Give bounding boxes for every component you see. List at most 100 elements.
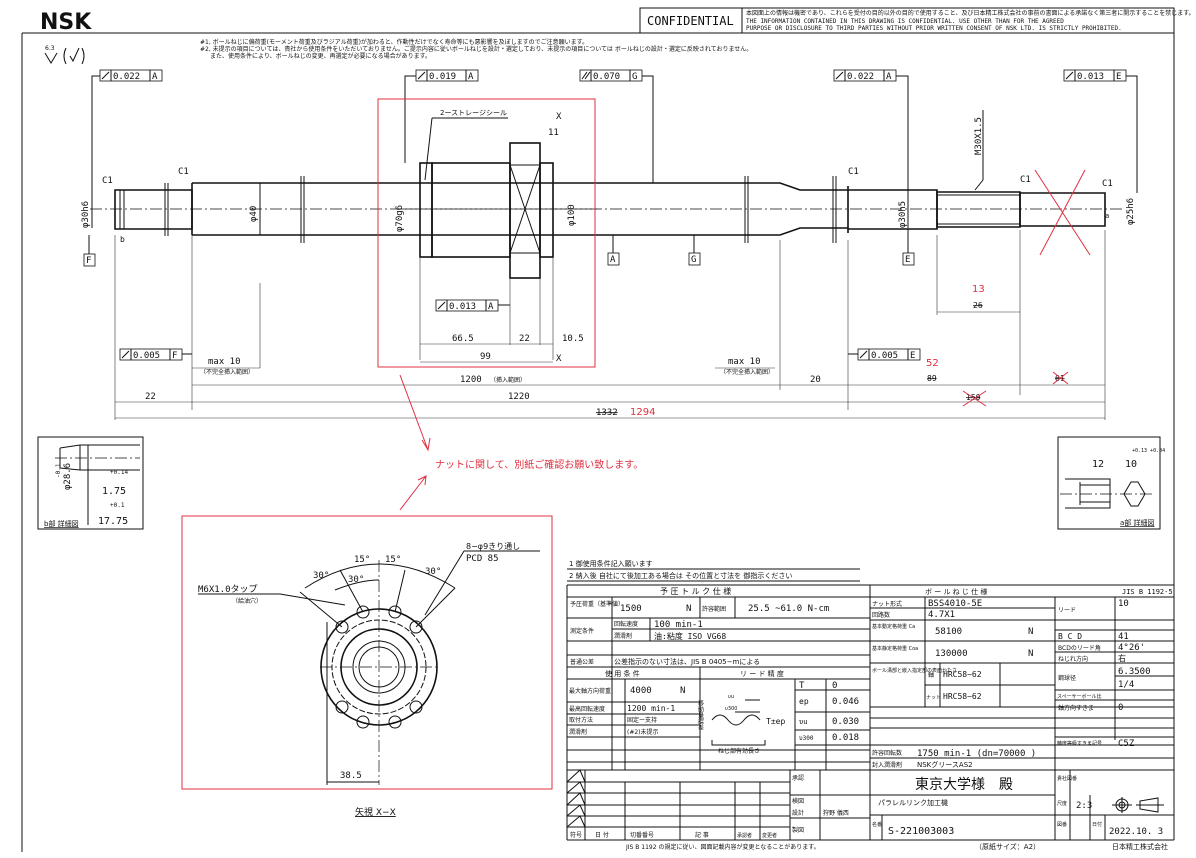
footer-paper-size: （原紙サイズ：A2） [975, 842, 1040, 851]
deleted-section-mark [1034, 169, 1091, 256]
confidential-notice-jp: 本図面上の情報は機密であり、これらを受付の目的以外の目的で使用すること、及び日本… [746, 9, 1195, 17]
spec-header: ボ ー ル ね じ 仕 様 [925, 587, 987, 596]
chamfer-label: C1 [848, 167, 859, 177]
svg-text:移動量誤差: 移動量誤差 [697, 699, 704, 730]
svg-text:30°: 30° [425, 567, 441, 577]
check-label: 検図 [792, 797, 804, 805]
date-value: 2022.10. 3 [1109, 827, 1163, 837]
svg-text:b部 詳細図: b部 詳細図 [44, 519, 79, 528]
svg-text:a部 詳細図: a部 詳細図 [1120, 518, 1155, 527]
max-speed-label: 最高回転速度 [569, 705, 605, 713]
thread-leader [974, 110, 984, 191]
detail-a-marker: a [1105, 212, 1109, 220]
lead-key-t: T [799, 681, 805, 691]
surface-finish-icon [44, 47, 85, 65]
lead-error-diagram: 移動量誤差 υu υ300 T±ep ねじ部有効長さ [697, 694, 786, 755]
svg-text:0.005: 0.005 [871, 351, 898, 361]
ball-dia-label: 鋼球径 [1058, 674, 1076, 682]
svg-text:PCD 85: PCD 85 [466, 554, 499, 564]
svg-text:0.013: 0.013 [1077, 72, 1104, 82]
part-number: S-221003003 [888, 826, 954, 837]
dim-1200: 1200 [460, 375, 482, 385]
preload-load-unit: N [686, 604, 691, 614]
usage-lube-value: (#2)未提示 [627, 728, 659, 736]
svg-text:φ28.6: φ28.6 [63, 463, 73, 490]
detail-b-tolerance-1: -0.1 [55, 463, 62, 478]
scale-label: 尺度 [1057, 800, 1067, 807]
dim-1294-new: 1294 [630, 407, 655, 418]
preload-load-label: 予圧荷重（基準値） [570, 600, 624, 608]
svg-text:E: E [910, 351, 915, 361]
bcd-label: B C D [1058, 632, 1082, 641]
ca-unit: N [1028, 627, 1033, 637]
dim-22-nut: 22 [519, 334, 530, 344]
grease-value: NSKグリースAS2 [917, 760, 973, 769]
svg-text:E: E [1116, 72, 1121, 82]
svg-text:30°: 30° [313, 571, 329, 581]
designer-name: 狩野 儀西 [823, 809, 849, 817]
section-x-bottom: X [556, 354, 562, 364]
confidential-notice-en-2: PURPOSE OR DISCLOSURE TO THIRD PARTIES W… [746, 25, 1122, 32]
draft-label: 製図 [792, 826, 804, 834]
svg-text:+0.14: +0.14 [110, 469, 128, 476]
max-10-right: max 10 [728, 357, 761, 367]
max-speed-value: 1200 min-1 [627, 704, 675, 713]
allowable-rpm-value: 1750 min-1 (dn=70000 ) [917, 749, 1036, 759]
svg-text:A: A [468, 72, 474, 82]
dim-1220: 1220 [508, 392, 530, 402]
detail-a: +0.13 +0.04 12 10 a部 詳細図 [1057, 436, 1165, 530]
section-x-top: X [556, 112, 562, 122]
incomplete-range-left: （不完全挿入範囲） [200, 368, 254, 376]
svg-text:0.022: 0.022 [113, 72, 140, 82]
hardness-label: ボール溝部と嵌入指定部の表面かたさ [872, 667, 957, 674]
lead-value-vu: 0.030 [832, 717, 859, 727]
nut-hardness-label: ナット [926, 695, 941, 701]
detail-b: φ28.6 -0.1 +0.14 1.75 +0.1 17.75 b部 詳細図 [37, 436, 144, 530]
note-2: #2, 未提示の項目については、貴社から使用条件をいただいておりません。ご提示内… [200, 45, 752, 53]
chamfer-label: C1 [1020, 175, 1031, 185]
dim-11: 11 [548, 128, 559, 138]
svg-text:12: 12 [1092, 459, 1104, 470]
rev-col-symbol: 符号 [570, 831, 582, 839]
rev-col-date: 日 付 [595, 831, 609, 839]
svg-text:0.070: 0.070 [593, 72, 620, 82]
lead-angle-label: BCDのリード角 [1058, 644, 1101, 652]
dim-89-old: 89 [927, 374, 937, 383]
lead-value-t: 0 [832, 681, 837, 691]
note-3: また、使用条件により、ボールねじの変更、再選定が必要になる場合があります。 [210, 52, 431, 60]
svg-text:G: G [691, 255, 696, 265]
mounting-label: 取付方法 [569, 716, 593, 724]
usage-lube-label: 潤滑剤 [569, 728, 587, 736]
rev-col-number: 切番番号 [630, 832, 654, 839]
preload-range-label: 許容範囲 [702, 605, 726, 613]
lead-value-v300: 0.018 [832, 733, 859, 743]
circuits-label: 回路数 [872, 611, 890, 619]
measure-lube-value: 油:粘度 ISO VG68 [654, 631, 726, 641]
svg-text:10: 10 [1125, 459, 1137, 470]
spec-tables-grid [566, 584, 1175, 841]
svg-text:M6X1.0タップ: M6X1.0タップ [198, 584, 258, 595]
dim-52-new: 52 [926, 358, 939, 369]
ball-nut [400, 142, 600, 279]
measure-lube-label: 潤滑剤 [614, 632, 632, 640]
lead-key-vu: υu [799, 718, 807, 726]
incomplete-range-right: （不完全挿入範囲） [720, 368, 774, 376]
dia-40: φ40 [249, 206, 259, 222]
axial-clearance-label: 軸方向すきま [1058, 704, 1094, 712]
lead-angle-value: 4°26' [1118, 643, 1145, 653]
dia-100: φ100 [567, 204, 577, 226]
projection-symbol-icon [1112, 797, 1164, 813]
svg-text:ねじ部有効長さ: ねじ部有効長さ [718, 747, 760, 755]
shaft-hardness-label: 軸 [928, 671, 934, 679]
usage-header: 使 用 条 件 [605, 669, 640, 678]
svg-text:υ300: υ300 [725, 706, 737, 712]
grade-value: C5Z [1118, 739, 1135, 749]
dia-70g6: φ70g6 [395, 205, 405, 232]
dim-1332-old: 1332 [596, 408, 618, 418]
preload-range-value: 25.5 ~61.0 N-cm [748, 604, 829, 614]
dia-30h5-right: φ30h5 [898, 201, 908, 228]
hand-label: ねじれ方向 [1058, 655, 1088, 663]
